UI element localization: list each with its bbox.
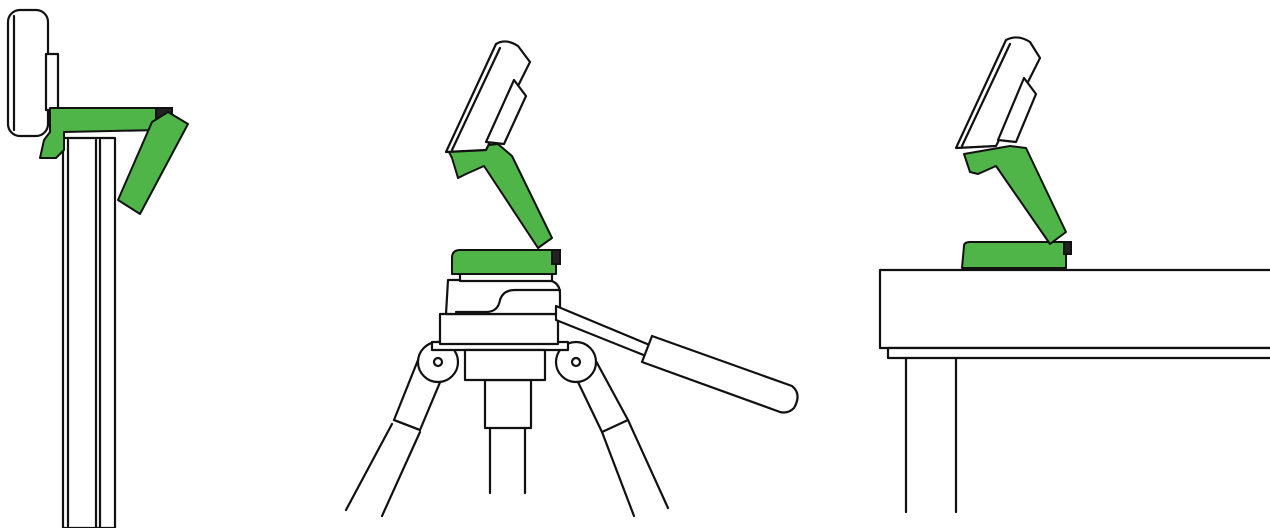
- pan-handle: [554, 304, 799, 414]
- clip-mount: [39, 107, 189, 215]
- tripod-mount-figure: [344, 40, 799, 518]
- monitor-panel: [61, 136, 117, 528]
- monitor-mount-figure: [6, 8, 189, 528]
- webcam-on-desk: [954, 36, 1072, 269]
- webcam-on-tripod: [444, 40, 561, 275]
- tripod-head: [430, 270, 570, 382]
- tripod-legs: [344, 340, 670, 518]
- desk: [878, 268, 1270, 514]
- desk-mount-figure: [878, 36, 1270, 514]
- webcam-body: [6, 8, 60, 138]
